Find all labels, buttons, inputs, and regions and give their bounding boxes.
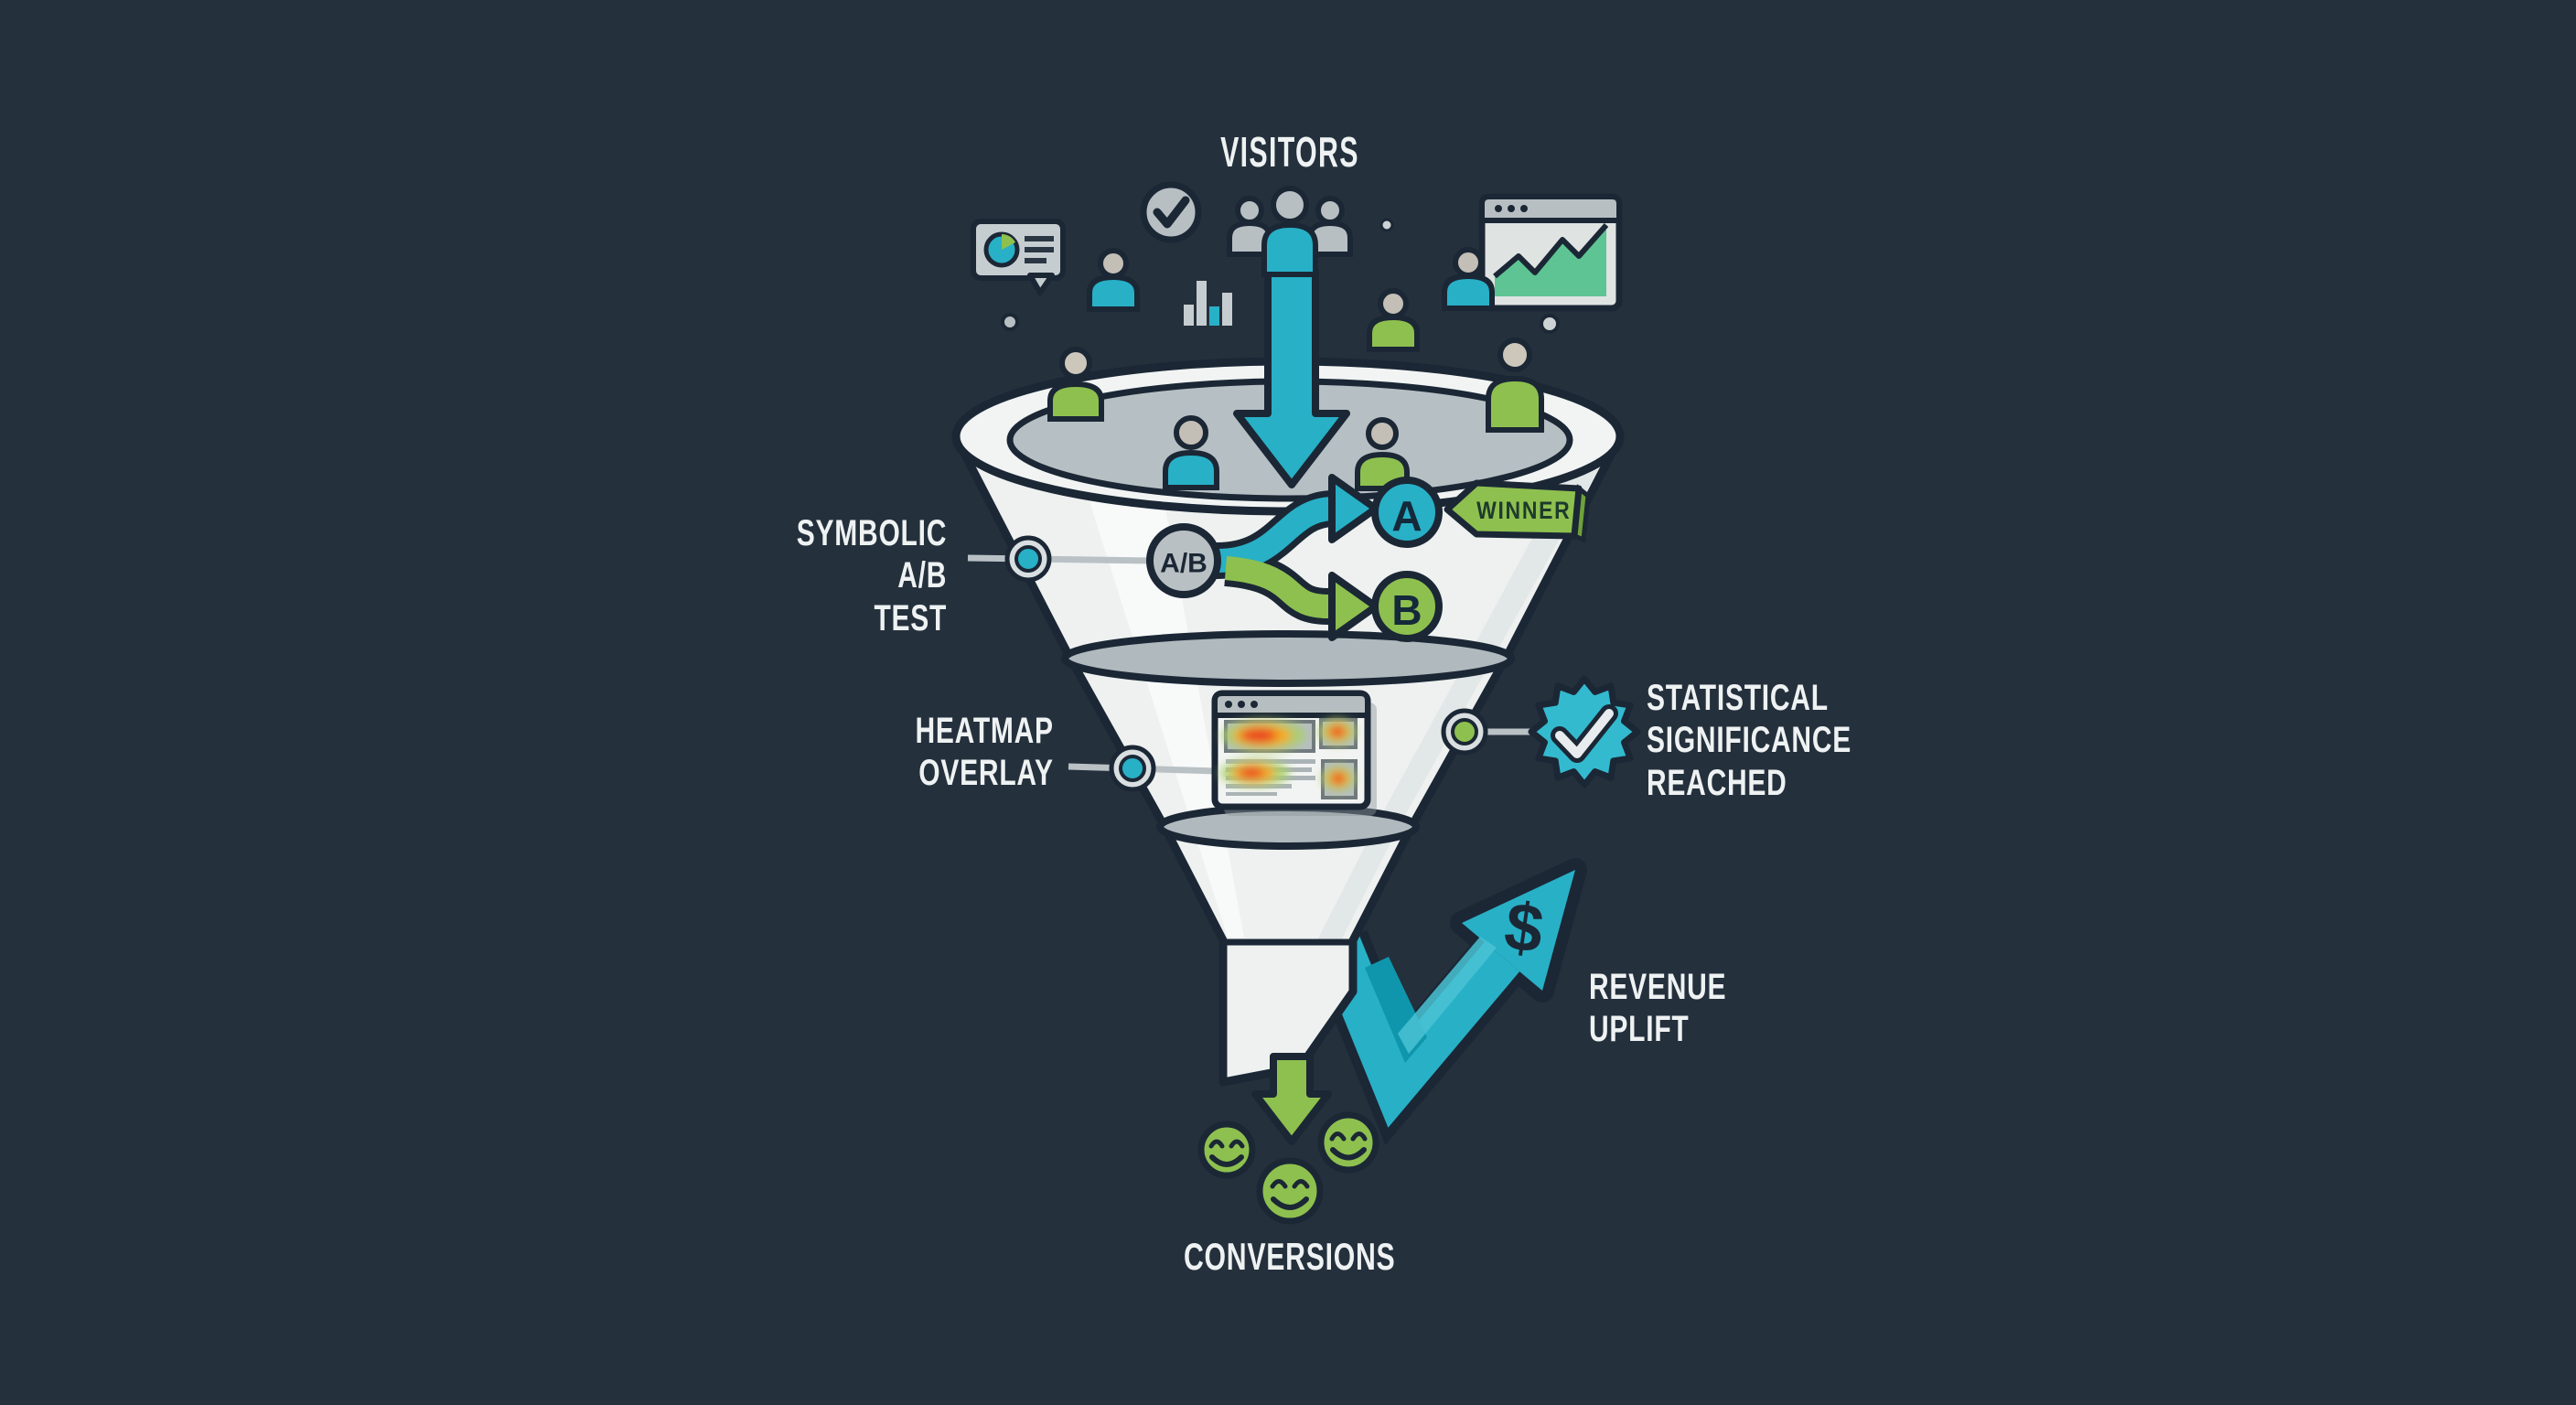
bar-chart-icon (1184, 281, 1232, 326)
heat-blob (1319, 719, 1356, 745)
ab-node-circle (1146, 523, 1221, 598)
ab-split-icon: A/B A B (1146, 474, 1591, 642)
arrowhead-b (1328, 572, 1379, 641)
conversions-label: CONVERSIONS (1015, 1235, 1564, 1280)
person-icon (1367, 288, 1420, 352)
heat-blob (1222, 720, 1306, 751)
significance-badge-icon (1528, 675, 1641, 788)
variant-b-label: B (1391, 586, 1422, 634)
statistical-significance-label: STATISTICAL SIGNIFICANCE REACHED (1647, 677, 2195, 804)
significance-connector (1441, 708, 1533, 756)
symbolic-ab-test-label: SYMBOLIC A/B TEST (489, 512, 947, 639)
browser-chart-icon (1478, 193, 1623, 312)
smiley-icon (1317, 1111, 1379, 1174)
funnel-band-upper (1061, 630, 1515, 687)
dot-accent (1540, 314, 1560, 334)
visitor-people-icons (1047, 338, 1544, 491)
heat-blob (1322, 766, 1355, 791)
chat-pie-icon (971, 219, 1066, 295)
arrowhead-a (1328, 474, 1379, 543)
visitors-label: VISITORS (1015, 128, 1564, 177)
winner-badge-label-text: WINNER (1476, 497, 1572, 524)
heatmap-overlay-label: HEATMAP OVERLAY (596, 710, 1054, 795)
person-icon (1163, 415, 1219, 490)
conversion-down-arrow-icon (1251, 1053, 1332, 1145)
visitors-label-text: VISITORS (1220, 128, 1359, 176)
symbolic-connector (967, 535, 1152, 583)
smiley-icon (1197, 1121, 1256, 1179)
winner-tag (1444, 479, 1583, 540)
person-icon (1442, 247, 1495, 311)
person-icon (1047, 347, 1104, 422)
statistical-significance-label-text: STATISTICAL SIGNIFICANCE REACHED (1647, 678, 1852, 803)
dot-accent (1379, 218, 1394, 232)
winner-badge-label: WINNER (1467, 492, 1581, 529)
heatmap-window-icon (1211, 690, 1377, 816)
crowd-icon (1227, 186, 1353, 277)
heat-blob (1220, 759, 1290, 787)
revenue-uplift-label: REVENUE UPLIFT (1589, 966, 2046, 1051)
variant-b-circle (1371, 571, 1443, 642)
dot-accent (1001, 313, 1019, 331)
floating-person-icons (1087, 247, 1495, 352)
heatmap-connector (1068, 745, 1218, 792)
conversions-label-text: CONVERSIONS (1184, 1235, 1396, 1278)
ab-node-label: A/B (1160, 549, 1208, 579)
heatmap-overlay-label-text: HEATMAP OVERLAY (915, 711, 1054, 794)
variant-a-circle (1371, 477, 1443, 548)
check-circle-icon (1140, 181, 1202, 243)
symbolic-ab-test-label-text: SYMBOLIC A/B TEST (796, 513, 947, 638)
person-icon (1087, 248, 1140, 312)
revenue-uplift-label-text: REVENUE UPLIFT (1589, 967, 1727, 1050)
smiley-icon (1256, 1157, 1324, 1225)
visitors-down-arrow-icon (1233, 267, 1350, 488)
person-icon (1486, 338, 1544, 433)
variant-a-label: A (1391, 492, 1422, 540)
